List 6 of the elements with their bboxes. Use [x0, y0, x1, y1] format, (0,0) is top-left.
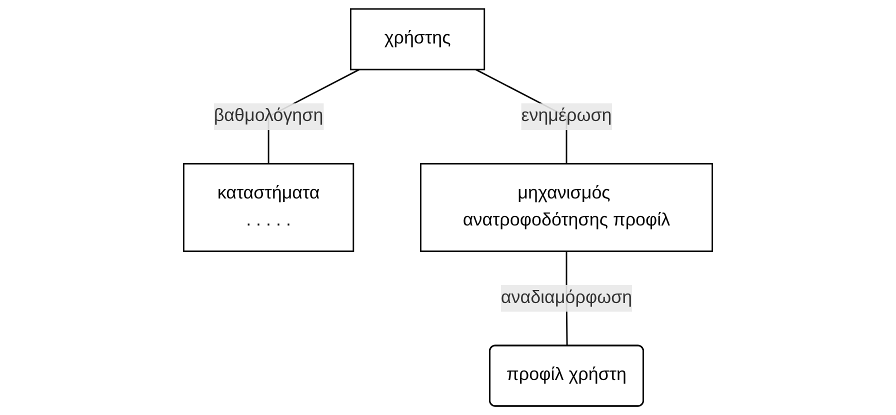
edge-label: βαθμολόγηση — [214, 106, 324, 126]
edge-label: ενημέρωση — [521, 106, 612, 126]
node-box: χρήστης — [350, 8, 486, 70]
node-box: καταστήματα . . . . . — [182, 163, 354, 252]
edge-label: αναδιαμόρφωση — [500, 288, 632, 308]
node-box: μηχανισμός ανατροφοδότησης προφίλ — [420, 163, 714, 252]
